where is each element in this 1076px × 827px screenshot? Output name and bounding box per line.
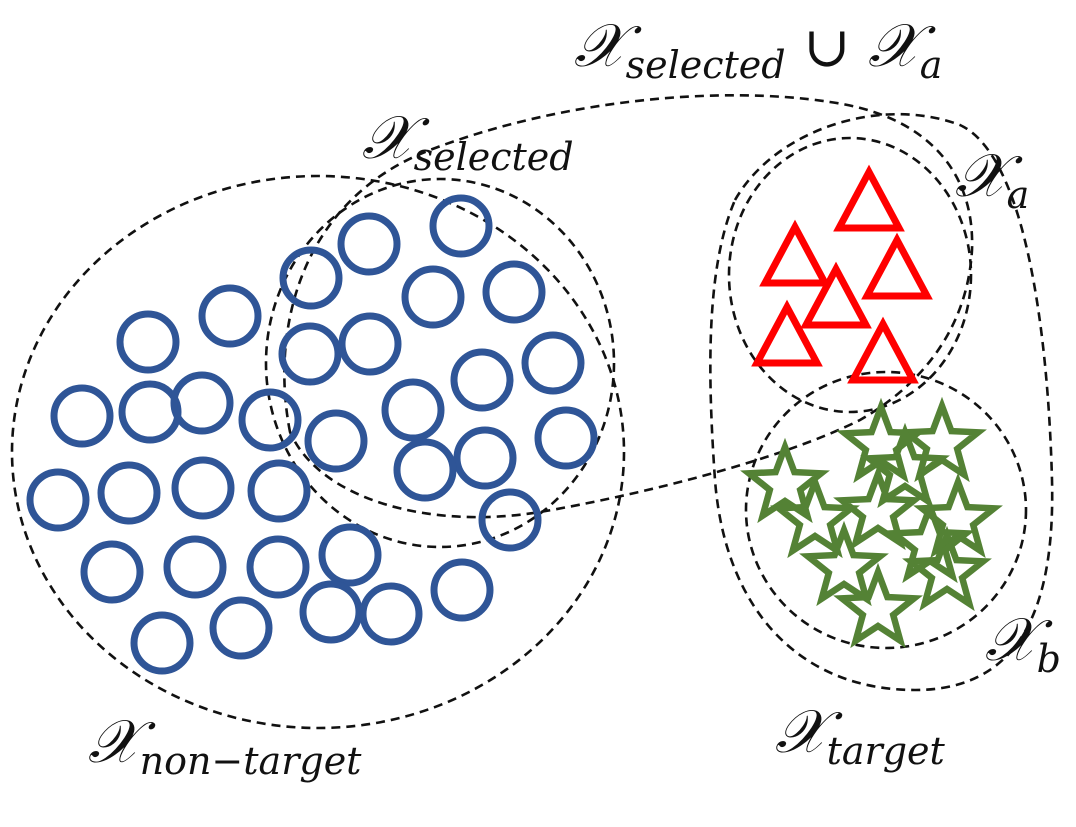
circle-item: [521, 331, 585, 395]
triangle-item: [847, 316, 919, 384]
circle-item: [534, 406, 598, 470]
circle-item: [118, 380, 182, 444]
circle-item: [170, 371, 234, 435]
label-non-target: 𝒳non−target: [88, 707, 362, 783]
circle-item: [279, 246, 343, 310]
circle-item: [246, 535, 310, 599]
circle-item: [318, 523, 382, 587]
circle-item: [130, 611, 194, 675]
circle-item: [478, 488, 542, 552]
region-target: [709, 112, 1054, 692]
circle-item: [450, 348, 514, 412]
region-b: [744, 370, 1028, 650]
circle-item: [401, 265, 465, 329]
label-selected-union-a: 𝒳selected ∪ 𝒳a: [574, 11, 942, 87]
circle-item: [209, 596, 273, 660]
star-item: [833, 562, 923, 649]
circle-item: [163, 535, 227, 599]
circle-item: [26, 468, 90, 532]
label-selected: 𝒳selected: [362, 103, 574, 179]
circle-item: [430, 558, 494, 622]
triangle-item: [751, 299, 823, 367]
circle-item: [247, 459, 311, 523]
circle-item: [299, 580, 363, 644]
circle-item: [359, 582, 423, 646]
triangle-item: [833, 164, 905, 232]
star-items: [740, 396, 1003, 649]
star-item: [860, 422, 950, 509]
circle-item: [429, 194, 493, 258]
circle-item: [304, 409, 368, 473]
circle-item: [453, 426, 517, 490]
circle-item: [393, 438, 457, 502]
star-item: [740, 437, 830, 524]
star-item: [833, 464, 923, 551]
triangle-items: [751, 164, 933, 384]
star-item: [770, 472, 860, 559]
region-selected: [264, 177, 616, 549]
label-target: 𝒳target: [775, 697, 946, 773]
star-item: [897, 396, 987, 483]
region-non-target: [10, 174, 626, 730]
label-b: 𝒳b: [985, 605, 1061, 681]
star-item: [799, 520, 889, 607]
triangle-item: [759, 219, 831, 287]
circle-item: [116, 310, 180, 374]
circle-item: [198, 284, 262, 348]
circle-item: [171, 456, 235, 520]
non-target-circles: [26, 194, 598, 675]
triangle-item: [800, 261, 872, 329]
circle-item: [238, 388, 302, 452]
circle-item: [97, 461, 161, 525]
region-a: [727, 136, 973, 414]
star-item: [902, 525, 992, 612]
star-item: [885, 497, 975, 584]
circle-item: [338, 312, 402, 376]
label-a: 𝒳a: [955, 141, 1029, 217]
circle-item: [381, 378, 445, 442]
circle-item: [80, 540, 144, 604]
circle-item: [50, 384, 114, 448]
circle-item: [337, 212, 401, 276]
triangle-item: [861, 232, 933, 300]
circle-item: [278, 322, 342, 386]
circle-item: [482, 260, 546, 324]
